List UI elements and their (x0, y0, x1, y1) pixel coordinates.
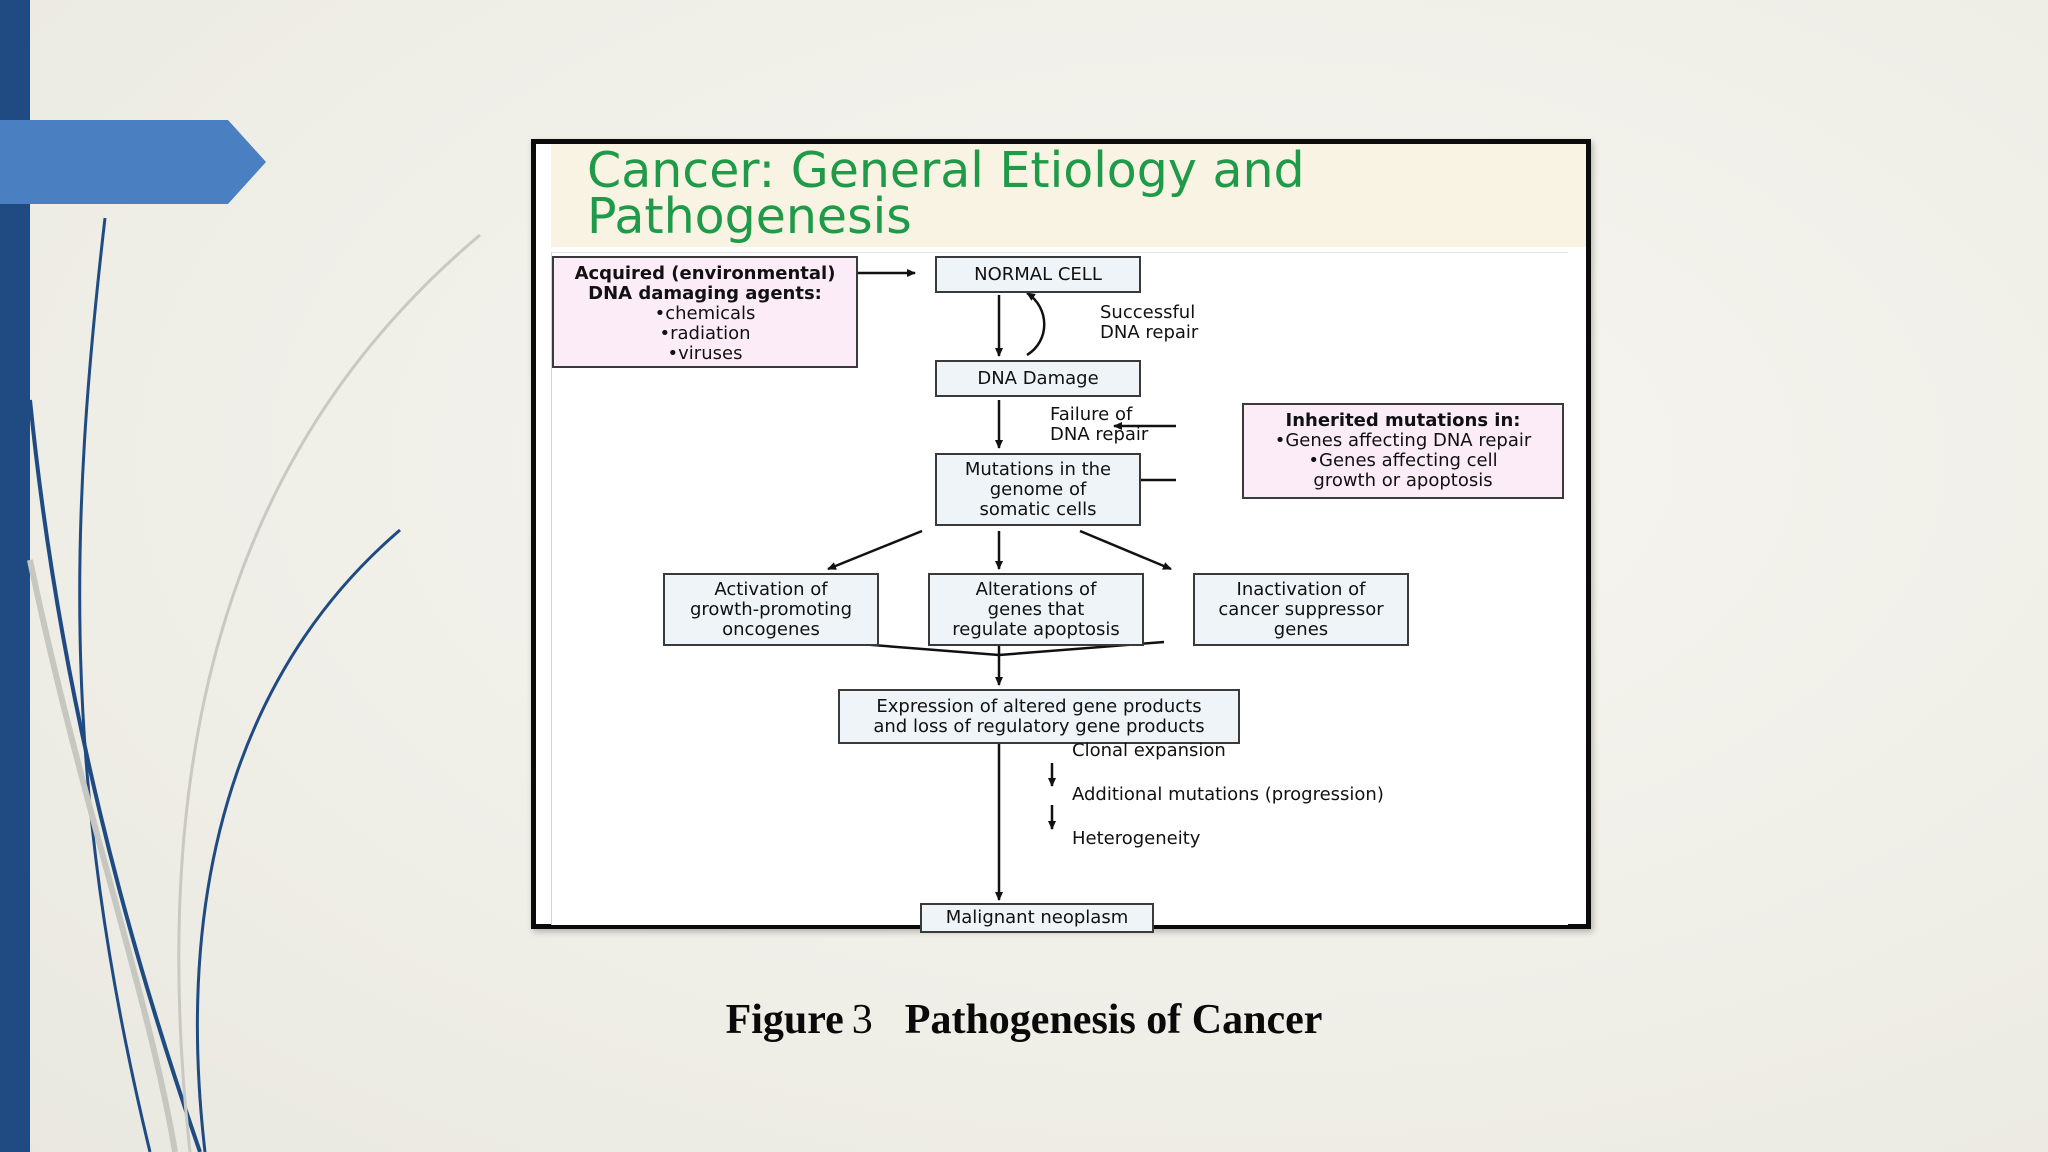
expression-box: Expression of altered gene products and … (838, 689, 1240, 744)
decorative-curve (195, 528, 401, 1152)
arrow-to-activation (827, 529, 923, 571)
acquired-agents-box: Acquired (environmental) DNA damaging ag… (552, 256, 858, 368)
acquired-item-viruses: viruses (554, 344, 856, 364)
clonal-expansion-label: Clonal expansion (1072, 740, 1226, 761)
flow-arrows (827, 269, 1176, 901)
additional-mutations-label: Additional mutations (progression) (1072, 784, 1384, 805)
caption-label: Figure (725, 997, 844, 1043)
inactivation-suppressor-box: Inactivation of cancer suppressor genes (1193, 573, 1409, 646)
arrow-successful-repair (1026, 291, 1046, 357)
mutations-box: Mutations in the genome of somatic cells (935, 453, 1141, 526)
inherited-item-dna-repair: Genes affecting DNA repair (1244, 431, 1562, 451)
figure-title: Cancer: General Etiology and Pathogenesi… (587, 142, 1305, 245)
acquired-item-chemicals: chemicals (554, 304, 856, 324)
flowchart-area: Acquired (environmental) DNA damaging ag… (551, 252, 1568, 933)
failure-repair-label: Failure of DNA repair (1050, 404, 1149, 445)
acquired-item-radiation: radiation (554, 324, 856, 344)
successful-repair-label: Successful DNA repair (1100, 302, 1199, 343)
decorative-curve (78, 217, 152, 1152)
caption-title: Pathogenesis of Cancer (904, 997, 1323, 1043)
malignant-neoplasm-box: Malignant neoplasm (920, 903, 1154, 933)
decorative-curve (177, 233, 481, 1152)
dna-damage-box: DNA Damage (935, 360, 1141, 397)
arrow-to-inactivation (1079, 529, 1172, 571)
acquired-agents-title: Acquired (environmental) DNA damaging ag… (574, 263, 836, 304)
caption-number: 3 (851, 997, 873, 1043)
title-band: Cancer: General Etiology and Pathogenesi… (551, 144, 1586, 247)
inherited-mutations-box: Inherited mutations in: Genes affecting … (1242, 403, 1564, 499)
alterations-apoptosis-box: Alterations of genes that regulate apopt… (928, 573, 1144, 646)
activation-oncogenes-box: Activation of growth-promoting oncogenes (663, 573, 879, 646)
inherited-item-cell-growth: Genes affecting cell growth or apoptosis (1244, 451, 1562, 491)
heterogeneity-label: Heterogeneity (1072, 828, 1201, 849)
normal-cell-box: NORMAL CELL (935, 256, 1141, 293)
inherited-mutations-title: Inherited mutations in: (1285, 410, 1521, 431)
decorative-curve (27, 559, 178, 1152)
figure-frame: Cancer: General Etiology and Pathogenesi… (531, 139, 1591, 933)
decorative-curve (28, 399, 202, 1152)
arrow-tab-shape (0, 120, 266, 204)
